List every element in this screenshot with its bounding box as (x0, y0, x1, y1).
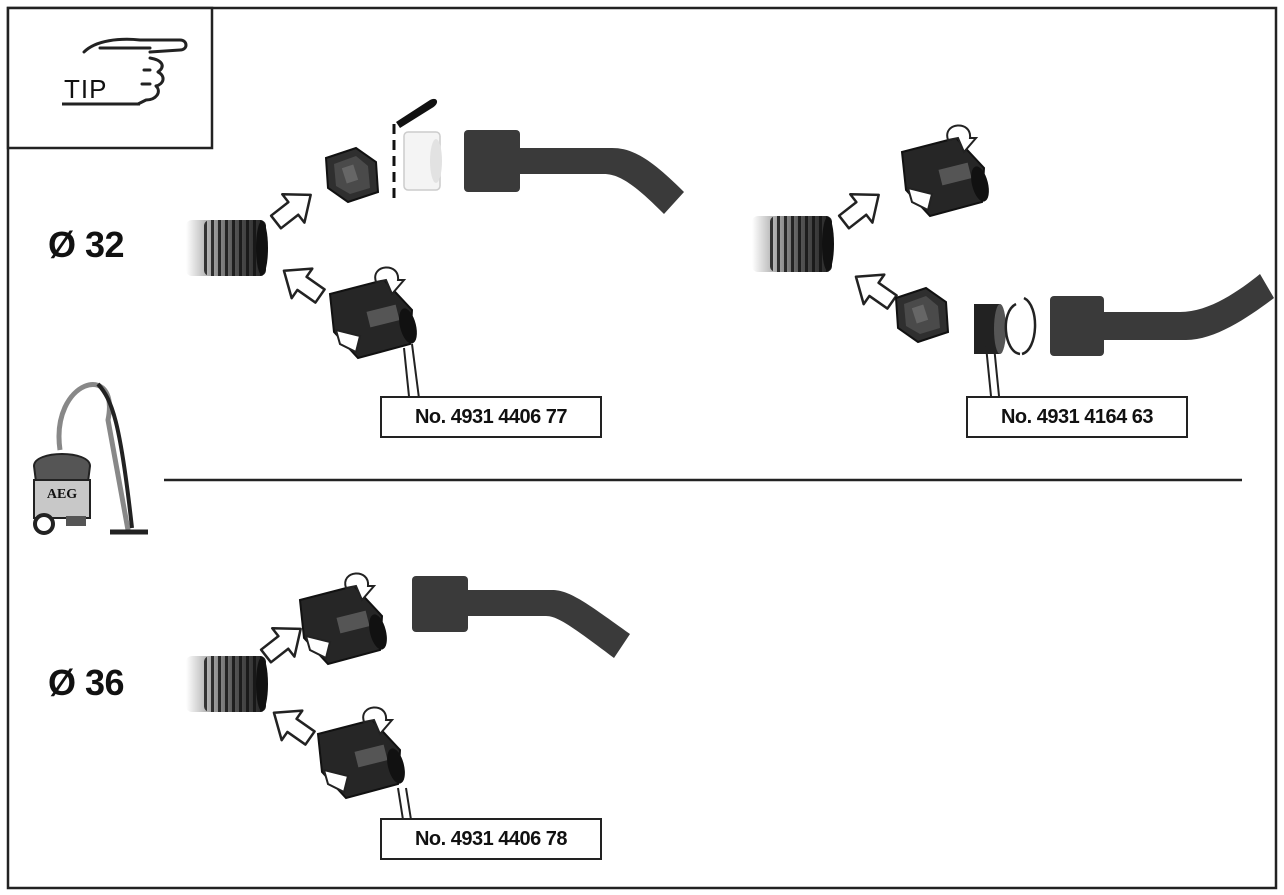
hose-end (186, 656, 268, 712)
cut-knife-icon (392, 98, 438, 200)
adapter-ring (325, 147, 379, 203)
arrow-up-right (831, 179, 892, 238)
hose-end (186, 220, 268, 276)
part-number-label: No. 4931 4406 78 (380, 818, 602, 860)
leader-line (411, 343, 421, 407)
straight-tube (1050, 274, 1274, 356)
part-number-label: No. 4931 4406 77 (380, 396, 602, 438)
arrow-up-right (263, 179, 324, 238)
part-number-label: No. 4931 4164 63 (966, 396, 1188, 438)
arrow-up-left (844, 260, 904, 318)
pointing-hand-icon (82, 37, 188, 106)
hose-end (752, 216, 834, 272)
sealing-ring (974, 304, 1006, 354)
diameter-label-36: Ø 36 (48, 662, 125, 703)
adapter-coupler (317, 706, 410, 799)
tip-label: TIP (64, 74, 108, 104)
outer-frame (6, 6, 1278, 890)
diameter-label-32: Ø 32 (48, 224, 125, 265)
adapter-coupler (901, 124, 994, 217)
tip-box (6, 6, 214, 150)
rotate-icon (1004, 296, 1037, 356)
vacuum-brand-logo: AEG (47, 487, 77, 502)
bent-tube (412, 576, 630, 658)
vacuum-cleaner-icon (32, 382, 148, 535)
arrow-up-left (262, 696, 322, 754)
adapter-ring (895, 287, 949, 343)
arrow-up-left (272, 254, 332, 312)
adapter-coupler (329, 266, 422, 359)
cut-adapter-piece (403, 131, 442, 191)
adapter-coupler (299, 572, 392, 665)
bent-tube (464, 130, 684, 214)
